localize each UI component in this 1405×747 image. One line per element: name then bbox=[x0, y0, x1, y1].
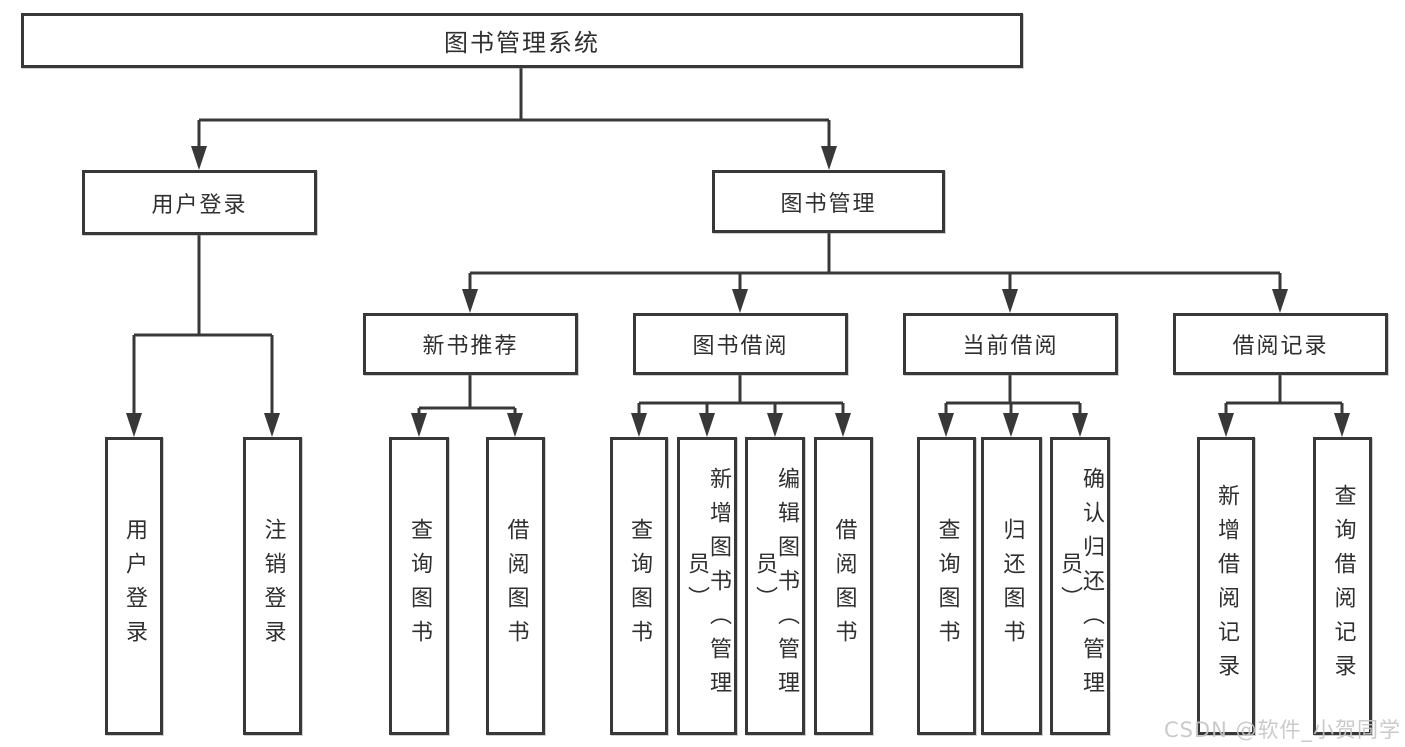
node-query-books-recommend: 查询图书 bbox=[389, 437, 449, 735]
node-current-borrowing: 当前借阅 bbox=[903, 313, 1118, 375]
connector-newbook-children bbox=[411, 375, 523, 437]
connector-bookmgmt-to-level3 bbox=[462, 233, 1288, 313]
node-query-books-borrowing: 查询图书 bbox=[610, 437, 668, 735]
connector-bookborrow-children bbox=[631, 375, 851, 437]
node-borrow-books-recommend: 借阅图书 bbox=[486, 437, 545, 735]
node-borrow-books-borrowing: 借阅图书 bbox=[814, 437, 873, 735]
node-user-login: 用户登录 bbox=[82, 170, 317, 235]
node-query-books-current: 查询图书 bbox=[917, 437, 976, 735]
connector-root-to-level2 bbox=[191, 68, 837, 170]
node-user-login-leaf: 用户登录 bbox=[105, 437, 163, 735]
node-query-borrow-record: 查询借阅记录 bbox=[1313, 437, 1372, 735]
connector-userlogin-children bbox=[126, 235, 280, 437]
connector-currentborrow-children bbox=[938, 375, 1088, 437]
node-edit-books-admin: 编辑图书（管理员） bbox=[745, 437, 805, 735]
connector-records-children bbox=[1218, 375, 1350, 437]
node-book-borrowing: 图书借阅 bbox=[633, 313, 848, 375]
watermark: CSDN @软件_小贺同学 bbox=[1163, 718, 1401, 742]
node-add-books-admin: 新增图书（管理员） bbox=[677, 437, 737, 735]
node-root: 图书管理系统 bbox=[21, 13, 1023, 68]
node-return-books: 归还图书 bbox=[981, 437, 1042, 735]
node-new-book-recommend: 新书推荐 bbox=[363, 313, 578, 375]
node-borrowing-records: 借阅记录 bbox=[1173, 313, 1388, 375]
node-add-borrow-record: 新增借阅记录 bbox=[1197, 437, 1255, 735]
node-logout-leaf: 注销登录 bbox=[243, 437, 302, 735]
node-book-management: 图书管理 bbox=[712, 170, 945, 233]
node-confirm-return-admin: 确认归还（管理员） bbox=[1050, 437, 1110, 735]
